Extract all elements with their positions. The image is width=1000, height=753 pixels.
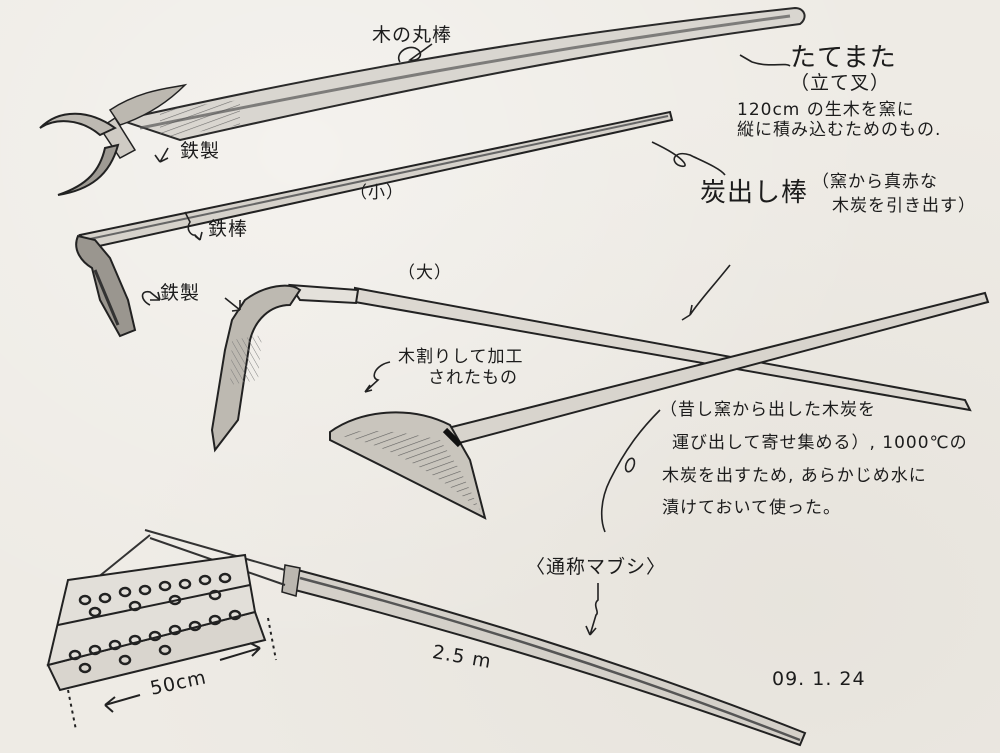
wooden-scoop-drawing <box>329 291 990 520</box>
label-iron-fork: 鉄製 <box>180 140 221 162</box>
label-tatemata: たてまた <box>790 43 897 73</box>
label-tatemata-kanji: （立て叉） <box>790 72 891 94</box>
scoop-desc-line2: されたもの <box>428 368 518 388</box>
mabushi-note-line1: （昔し窯から出した木炭を <box>660 400 876 420</box>
tatemata-desc-line2: 縦に積み込むためのもの. <box>737 120 942 140</box>
label-sumidashi-bou: 炭出し棒 <box>700 178 809 208</box>
sumidashi-desc-line1: （窯から真赤な <box>812 172 938 192</box>
label-size-large: （大） <box>398 263 452 283</box>
mabushi-note-line2: 運び出して寄せ集める）, 1000℃の <box>672 433 968 453</box>
mabushi-drawing <box>46 529 807 747</box>
sumidashi-desc-line2: 木炭を引き出す） <box>832 196 976 216</box>
label-wooden-pole: 木の丸棒 <box>372 24 453 46</box>
sumidashi-small-drawing <box>75 110 674 338</box>
sumidashi-large-drawing <box>210 283 972 453</box>
label-iron-rod: 鉄棒 <box>208 218 249 240</box>
sketch-date: 09. 1. 24 <box>772 668 866 690</box>
label-size-small: （小） <box>350 183 404 203</box>
scoop-desc-line1: 木割りして加工 <box>398 347 524 367</box>
annotation-arrows <box>141 43 791 636</box>
mabushi-note-line3: 木炭を出すため, あらかじめ水に <box>662 466 927 486</box>
label-iron-hook: 鉄製 <box>160 282 201 304</box>
tatemata-desc-line1: 120cm の生木を窯に <box>737 100 915 120</box>
label-mabushi-common-name: 〈通称マブシ〉 <box>526 556 667 578</box>
tatemata-drawing <box>39 6 806 196</box>
mabushi-note-line4: 漬けておいて使った。 <box>662 498 841 518</box>
